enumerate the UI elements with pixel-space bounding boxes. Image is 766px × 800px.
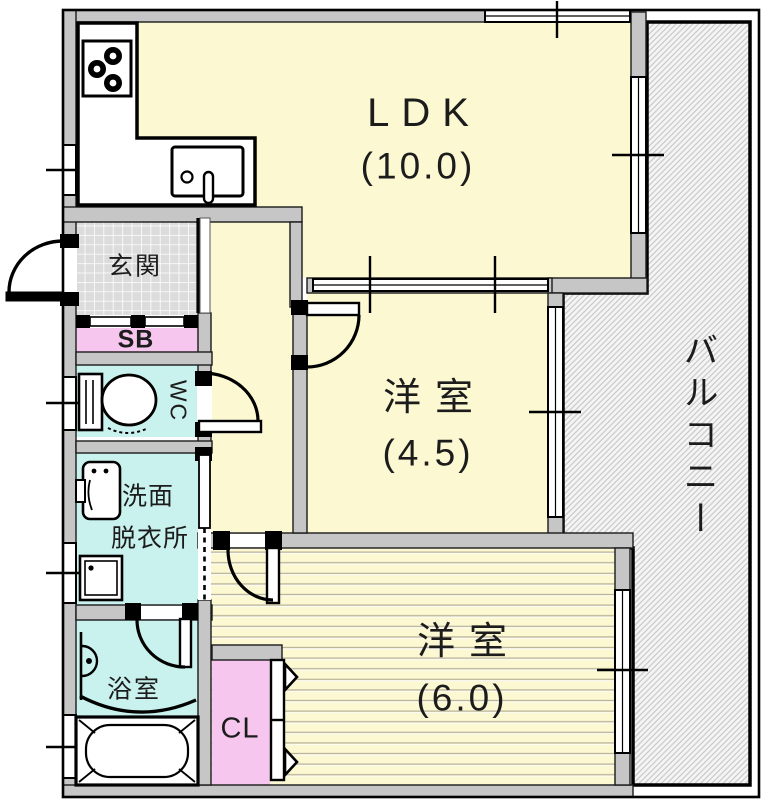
kitchen-counter xyxy=(76,21,257,207)
shoe-box-area xyxy=(76,328,198,352)
western-45-label: 洋室 xyxy=(382,377,488,419)
bath-door-leaf xyxy=(178,617,193,669)
wc-label: WC xyxy=(165,379,192,423)
hallway-floor xyxy=(210,222,293,543)
entrance-door-arc xyxy=(7,239,64,293)
room60-door-leaf xyxy=(265,546,281,605)
washbasin-icon xyxy=(75,460,122,521)
sink-icon xyxy=(170,145,245,205)
shower-fixture-icon xyxy=(79,632,99,700)
wall-kitchen-south xyxy=(62,206,303,223)
entrance-step xyxy=(196,217,211,314)
post xyxy=(213,531,230,550)
washroom-opening-gap xyxy=(198,528,211,600)
room60-door-opening xyxy=(230,534,266,547)
closet-arrow-bottom xyxy=(283,745,299,779)
ldk-label: LDK xyxy=(367,91,481,135)
room60-door-arc xyxy=(226,549,274,602)
post xyxy=(125,603,141,620)
entrance-step-strip xyxy=(199,217,211,314)
wall-ldk-south-east xyxy=(547,277,648,294)
washing-machine-icon xyxy=(78,554,124,602)
outer-boundary xyxy=(61,8,761,799)
sb-door-panel xyxy=(144,316,185,327)
washroom-label-1: 洗面 xyxy=(121,482,175,511)
bathtub-icon xyxy=(74,715,200,787)
wall-hall-45-divider xyxy=(292,302,308,534)
post xyxy=(131,315,145,328)
post xyxy=(265,531,282,550)
post xyxy=(60,234,79,248)
wall-bottom xyxy=(62,784,634,798)
entrance-door-leaf xyxy=(5,291,64,302)
post xyxy=(182,603,198,620)
room45-door-arc xyxy=(306,314,361,369)
washroom-opening xyxy=(198,528,211,600)
post xyxy=(184,315,198,328)
wc-door-arc xyxy=(202,371,260,422)
bath-door-opening xyxy=(141,606,182,619)
washroom-label-2: 脱衣所 xyxy=(110,524,190,553)
sb-door-panel xyxy=(89,316,132,327)
bath-inner-arc xyxy=(79,694,197,714)
doors xyxy=(5,239,361,714)
shoe-box-doors xyxy=(89,316,185,327)
wall-closet-north xyxy=(211,644,283,661)
wall-wet-east-3 xyxy=(197,599,212,786)
post xyxy=(60,292,79,306)
bath-door-arc xyxy=(135,619,186,669)
western-room-45-floor xyxy=(307,293,548,543)
wall-sb-south xyxy=(75,351,213,366)
windows xyxy=(62,9,647,779)
closet-arrow-top xyxy=(283,660,299,694)
western-45-size: (4.5) xyxy=(382,432,474,474)
entrance-opening xyxy=(62,240,77,293)
ldk-size-label: (10.0) xyxy=(360,145,476,187)
balcony-label: バルコニー xyxy=(678,332,718,542)
wall-hall-east-upper xyxy=(289,221,303,308)
shoe-box-label: SB xyxy=(117,325,155,354)
closet-area xyxy=(212,660,270,785)
closet-label: CL xyxy=(220,712,260,745)
wc-door-opening xyxy=(197,386,212,422)
room45-door-leaf xyxy=(305,301,361,317)
post xyxy=(291,355,308,370)
toilet-icon xyxy=(77,372,158,434)
post xyxy=(76,315,90,328)
bathroom-label: 浴室 xyxy=(106,675,162,704)
entrance-label: 玄関 xyxy=(107,252,163,281)
entrance-tile-floor xyxy=(76,222,197,315)
wall-wc-washroom-divider xyxy=(75,440,213,454)
post xyxy=(291,300,308,315)
western-60-size: (6.0) xyxy=(416,677,508,719)
stove-icon xyxy=(81,39,133,98)
wc-door-leaf xyxy=(197,419,263,434)
closet-folding-door xyxy=(269,658,299,782)
hall-cabinet-strip xyxy=(198,454,211,529)
western-60-label: 洋室 xyxy=(416,621,522,663)
